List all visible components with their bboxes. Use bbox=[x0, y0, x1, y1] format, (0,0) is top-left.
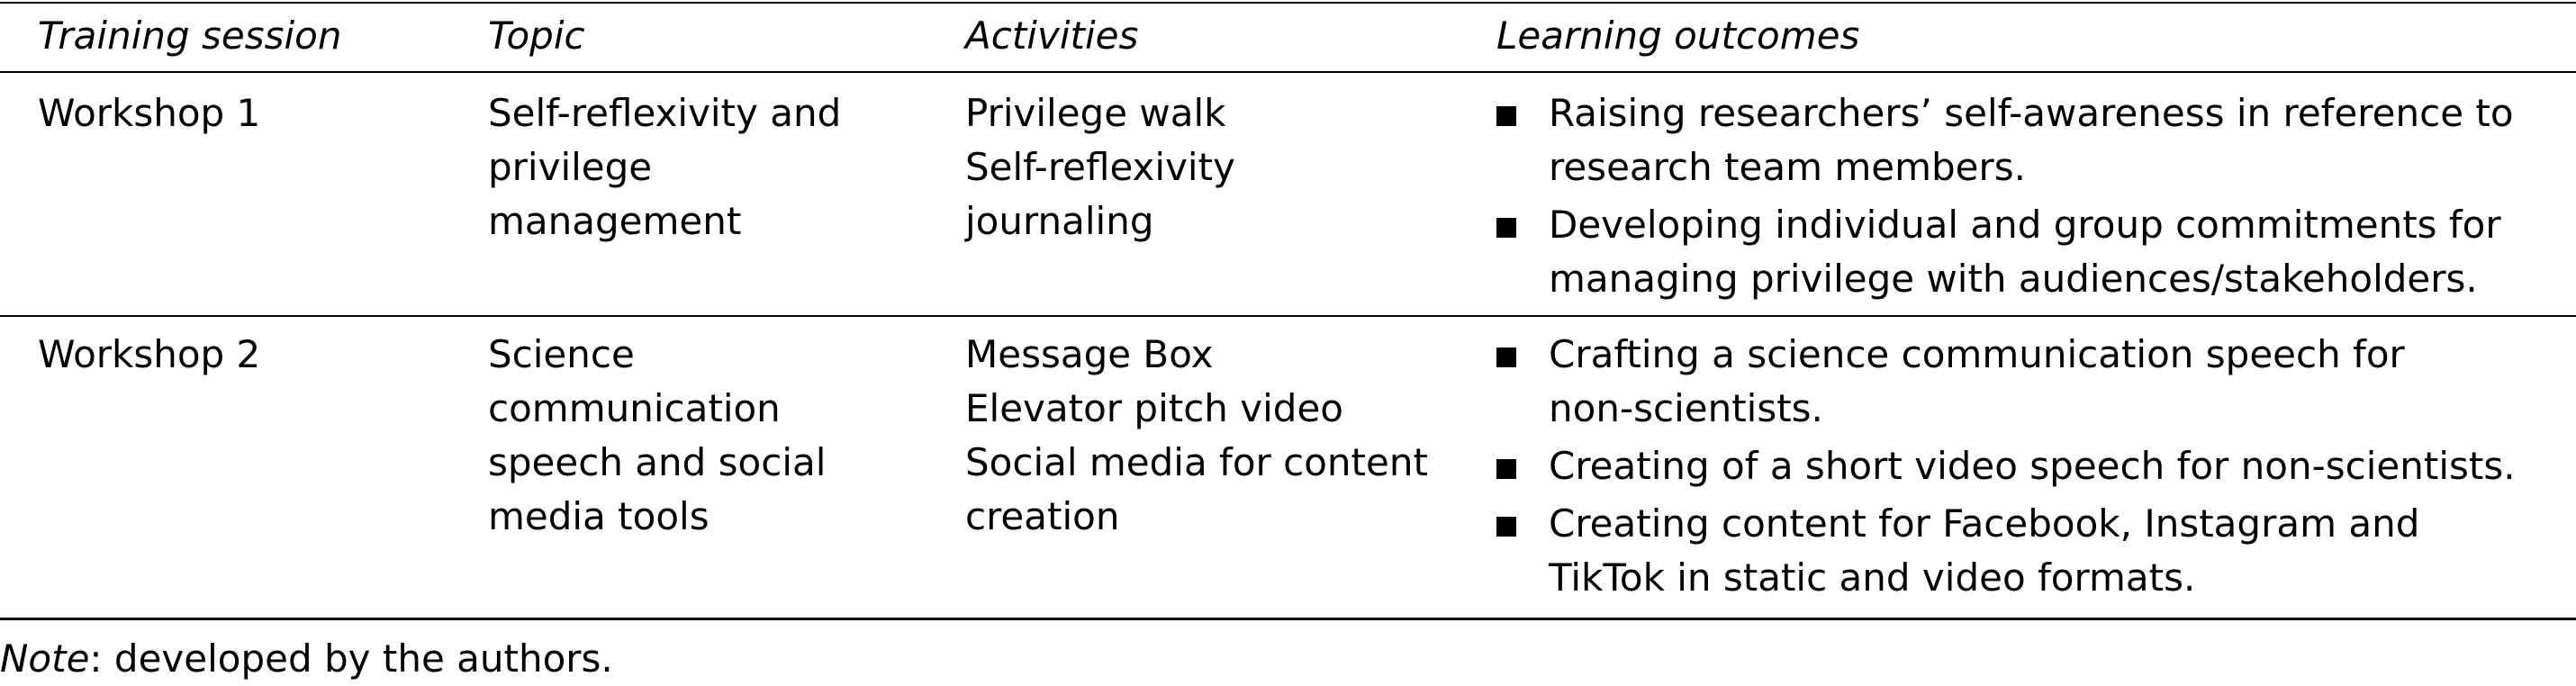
square-bullet-icon bbox=[1496, 348, 1516, 367]
table-row-2-session: Workshop 2 bbox=[38, 332, 261, 376]
outcome-item: Crafting a science communication speech … bbox=[1496, 328, 2516, 436]
topic-line: media tools bbox=[488, 494, 710, 538]
outcome-line: non-scientists. bbox=[1549, 386, 1823, 430]
table-row-2-activities: Message Box Elevator pitch video Social … bbox=[965, 328, 1428, 544]
topic-line: management bbox=[488, 199, 742, 243]
outcome-line: Crafting a science communication speech … bbox=[1549, 332, 2405, 376]
topic-line: speech and social bbox=[488, 440, 827, 484]
table-row-2-outcomes: Crafting a science communication speech … bbox=[1496, 328, 2516, 605]
table-note: Note: developed by the authors. bbox=[0, 632, 613, 686]
note-label: Note bbox=[0, 636, 90, 681]
bottom-rule bbox=[0, 618, 2576, 620]
topic-line: privilege bbox=[488, 145, 653, 189]
activity-item: creation bbox=[965, 494, 1120, 538]
square-bullet-icon bbox=[1496, 459, 1516, 479]
outcome-line: research team members. bbox=[1549, 145, 2027, 189]
header-activities: Activities bbox=[965, 14, 1139, 58]
row-divider bbox=[0, 315, 2576, 317]
table-row-2-topic: Science communication speech and social … bbox=[488, 328, 826, 544]
top-rule bbox=[0, 2, 2576, 4]
outcome-item: Creating of a short video speech for non… bbox=[1496, 439, 2516, 493]
square-bullet-icon bbox=[1496, 218, 1516, 238]
outcome-line: Developing individual and group commitme… bbox=[1549, 203, 2501, 247]
note-text: : developed by the authors. bbox=[89, 636, 613, 681]
table-row-1-session: Workshop 1 bbox=[38, 91, 261, 135]
activity-item: Self-reflexivity bbox=[965, 145, 1235, 189]
outcome-item: Raising researchers’ self-awareness in r… bbox=[1496, 86, 2514, 194]
table-row-1-activities: Privilege walk Self-reflexivity journali… bbox=[965, 86, 1235, 248]
outcome-line: TikTok in static and video formats. bbox=[1549, 555, 2196, 600]
outcome-line: managing privilege with audiences/stakeh… bbox=[1549, 257, 2478, 301]
topic-line: Science bbox=[488, 332, 635, 376]
header-training-session: Training session bbox=[38, 14, 342, 58]
outcome-item: Developing individual and group commitme… bbox=[1496, 198, 2514, 306]
table-row-1-topic: Self-reflexivity and privilege managemen… bbox=[488, 86, 841, 248]
activity-item: Privilege walk bbox=[965, 91, 1226, 135]
activity-item: journaling bbox=[965, 199, 1154, 243]
activity-item: Social media for content bbox=[965, 440, 1428, 484]
table-row-1-outcomes: Raising researchers’ self-awareness in r… bbox=[1496, 86, 2514, 306]
header-topic: Topic bbox=[488, 14, 585, 58]
header-rule bbox=[0, 71, 2576, 73]
square-bullet-icon bbox=[1496, 517, 1516, 537]
outcome-line: Raising researchers’ self-awareness in r… bbox=[1549, 91, 2514, 135]
activity-item: Elevator pitch video bbox=[965, 386, 1343, 430]
header-learning-outcomes: Learning outcomes bbox=[1496, 14, 1860, 58]
outcome-item: Creating content for Facebook, Instagram… bbox=[1496, 497, 2516, 605]
topic-line: Self-reflexivity and bbox=[488, 91, 842, 135]
square-bullet-icon bbox=[1496, 106, 1516, 126]
topic-line: communication bbox=[488, 386, 781, 430]
activity-item: Message Box bbox=[965, 332, 1214, 376]
outcome-line: Creating of a short video speech for non… bbox=[1549, 444, 2516, 488]
outcome-line: Creating content for Facebook, Instagram… bbox=[1549, 501, 2420, 546]
